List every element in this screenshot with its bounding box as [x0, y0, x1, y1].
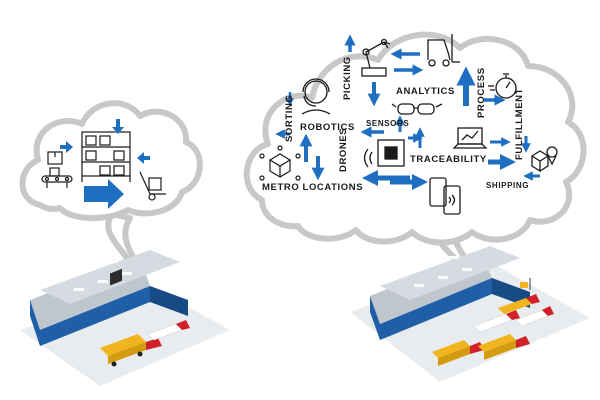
label-sorting: SORTING [284, 95, 295, 142]
robot-arm-icon [361, 38, 391, 77]
large-cloud-arrows [275, 34, 540, 191]
small-cloud [19, 100, 203, 271]
stopwatch-icon [488, 73, 517, 99]
small-cloud-arrows [60, 119, 150, 209]
label-shipping: SHIPPING [486, 181, 529, 190]
truck-left-2 [147, 320, 190, 341]
truck-right-2 [478, 334, 530, 360]
shelving-rack-icon [81, 131, 131, 182]
label-process: PROCESS [476, 67, 487, 118]
box-icon [47, 151, 63, 165]
label-fulfillment: FULFILLMENT [514, 88, 525, 160]
mobile-devices-icon [429, 177, 461, 215]
label-analytics: ANALYTICS [396, 86, 455, 97]
label-traceability: TRACEABILITY [410, 154, 487, 165]
location-pin-box-icon [530, 146, 558, 173]
large-cloud: PICKING ANALYTICS PROCESS SORTING ROBOTI… [243, 31, 587, 271]
label-sensors: SENSORS [366, 119, 409, 128]
small-forklift [520, 278, 531, 290]
label-drones: DRONES [338, 128, 349, 172]
smart-glasses-icon [391, 103, 443, 115]
truck-right-4 [498, 294, 540, 314]
hand-truck-icon [139, 171, 166, 201]
truck-right-5 [515, 306, 554, 327]
truck-right-1 [432, 340, 484, 366]
network-cube-icon [259, 145, 301, 181]
warehouse-right [350, 246, 590, 382]
forklift-icon [427, 34, 460, 67]
laptop-chart-icon [452, 127, 488, 149]
label-metro-locations: METRO LOCATIONS [262, 182, 363, 193]
rfid-chip-icon [363, 139, 405, 168]
label-robotics: ROBOTICS [300, 122, 355, 133]
truck-left [100, 334, 162, 367]
label-picking: PICKING [342, 56, 353, 100]
headset-operator-icon [301, 78, 331, 115]
warehouse-left [20, 250, 230, 386]
truck-right-3 [473, 310, 520, 333]
conveyor-belt-icon [41, 167, 73, 188]
